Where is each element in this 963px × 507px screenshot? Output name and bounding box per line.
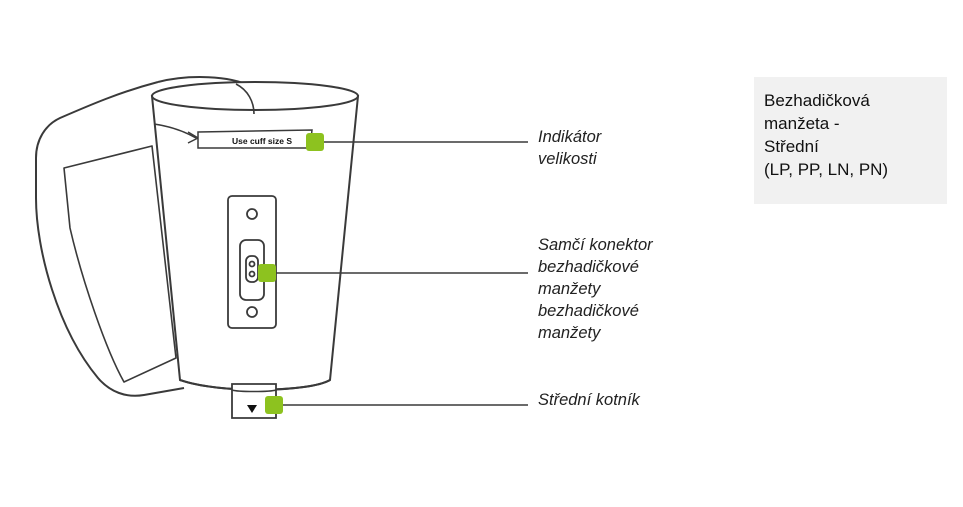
marker-ankle	[265, 396, 283, 414]
cuff-size-text: Use cuff size S	[232, 136, 292, 146]
leader-lines	[262, 141, 528, 406]
info-box: Bezhadičková manžeta - Střední (LP, PP, …	[754, 77, 947, 204]
callout-line: manžety	[538, 280, 601, 298]
info-line: manžeta -	[764, 114, 840, 133]
info-line: (LP, PP, LN, PN)	[764, 160, 889, 179]
callout-line: velikosti	[538, 150, 597, 168]
marker-connector	[258, 264, 276, 282]
callout-line: Indikátor	[538, 128, 602, 146]
callout-line: manžety	[538, 324, 601, 342]
triangle-down-icon	[247, 405, 257, 413]
callout-markers	[258, 133, 324, 414]
marker-size-indicator	[306, 133, 324, 151]
info-line: Bezhadičková	[764, 91, 870, 110]
connector-plate	[227, 195, 277, 329]
callout-connector: Samčí konektor bezhadičkové manžety bezh…	[538, 234, 653, 344]
callout-size-indicator: Indikátor velikosti	[538, 126, 601, 170]
info-line: Střední	[764, 137, 819, 156]
callout-line: Samčí konektor	[538, 236, 653, 254]
callout-ankle: Střední kotník	[538, 389, 640, 411]
callout-line: Střední kotník	[538, 391, 640, 409]
callout-line: bezhadičkové	[538, 302, 639, 320]
callout-line: bezhadičkové	[538, 258, 639, 276]
